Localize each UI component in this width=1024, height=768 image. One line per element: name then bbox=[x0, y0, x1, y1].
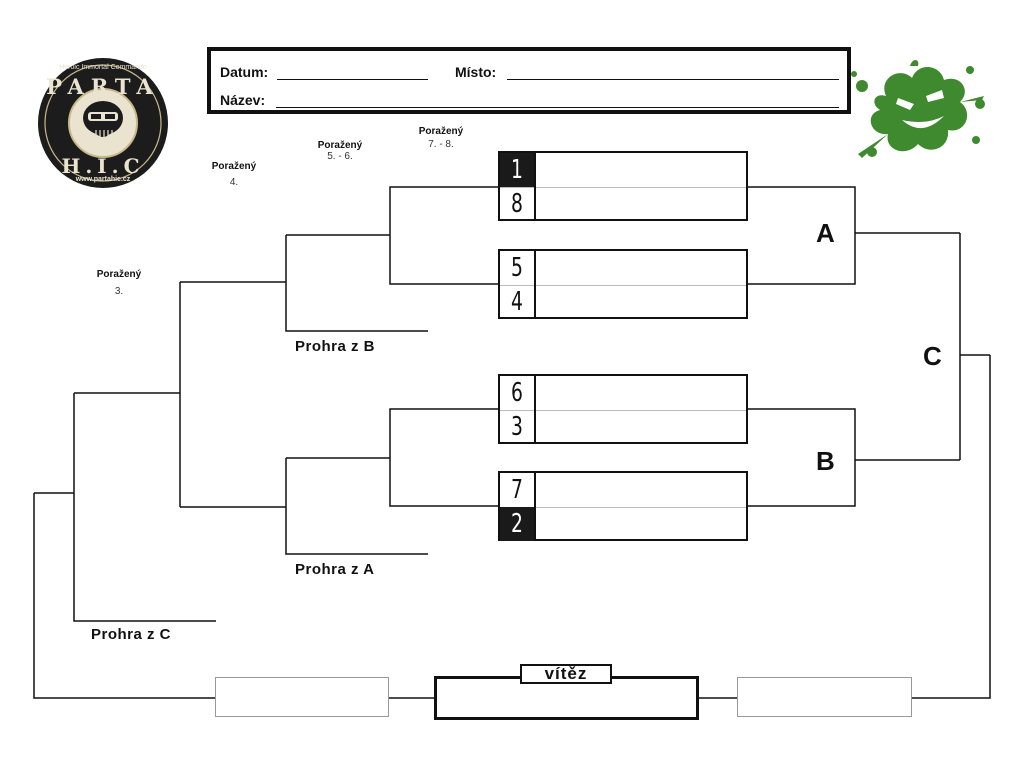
seed-number: 3 bbox=[500, 410, 536, 444]
datum-label: Datum: bbox=[220, 64, 268, 80]
logo-word: PARTA bbox=[36, 74, 170, 99]
nazev-label: Název: bbox=[220, 92, 265, 108]
seed-number: 2 bbox=[500, 507, 536, 541]
team-name-slot[interactable] bbox=[536, 187, 746, 221]
loss-from-c-label: Prohra z C bbox=[91, 626, 171, 643]
seed-row[interactable]: 4 bbox=[500, 285, 746, 319]
match-box-1-8: 1 8 bbox=[498, 151, 748, 221]
group-c-label: C bbox=[923, 341, 942, 372]
match-box-5-4: 5 4 bbox=[498, 249, 748, 319]
seed-1-number: 1 bbox=[505, 153, 529, 187]
loser-caption-4: Poražený bbox=[207, 161, 261, 172]
final-left-slot[interactable] bbox=[215, 677, 389, 717]
seed-7-number: 7 bbox=[505, 473, 529, 507]
loser-caption-7-8: Poražený bbox=[414, 126, 468, 137]
seed-number: 8 bbox=[500, 187, 536, 221]
seed-number: 1 bbox=[500, 153, 536, 187]
seed-row[interactable]: 5 bbox=[500, 251, 746, 286]
misto-label: Místo: bbox=[455, 64, 496, 80]
team-name-slot[interactable] bbox=[536, 376, 746, 410]
seed-number: 4 bbox=[500, 285, 536, 319]
logo-tagline: Heroic Immortal Commando bbox=[36, 64, 170, 71]
seed-number: 5 bbox=[500, 251, 536, 285]
logo-abbrev: H.I.C bbox=[36, 154, 170, 178]
final-right-slot[interactable] bbox=[737, 677, 912, 717]
team-name-slot[interactable] bbox=[536, 285, 746, 319]
team-name-slot[interactable] bbox=[536, 507, 746, 541]
seed-row[interactable]: 2 bbox=[500, 507, 746, 541]
team-name-slot[interactable] bbox=[536, 251, 746, 285]
seed-number: 6 bbox=[500, 376, 536, 410]
nazev-field[interactable] bbox=[276, 107, 839, 108]
seed-3-number: 3 bbox=[505, 410, 529, 444]
logo-url: www.partahic.cz bbox=[36, 176, 170, 183]
loss-from-a-label: Prohra z A bbox=[295, 561, 374, 578]
event-info-box bbox=[207, 47, 851, 114]
team-name-slot[interactable] bbox=[536, 410, 746, 444]
loser-place-5-6: 5. - 6. bbox=[313, 151, 367, 162]
loser-caption-3: Poražený bbox=[92, 269, 146, 280]
team-name-slot[interactable] bbox=[536, 473, 746, 507]
match-box-7-2: 7 2 bbox=[498, 471, 748, 541]
group-b-label: B bbox=[816, 446, 835, 477]
match-box-6-3: 6 3 bbox=[498, 374, 748, 444]
seed-number: 7 bbox=[500, 473, 536, 507]
misto-field[interactable] bbox=[507, 79, 839, 80]
winner-label: vítěz bbox=[520, 664, 612, 684]
seed-4-number: 4 bbox=[505, 285, 529, 319]
seed-2-number: 2 bbox=[505, 507, 529, 541]
seed-row[interactable]: 3 bbox=[500, 410, 746, 444]
loss-from-b-label: Prohra z B bbox=[295, 338, 375, 355]
seed-5-number: 5 bbox=[505, 251, 529, 285]
loser-place-7-8: 7. - 8. bbox=[414, 139, 468, 150]
seed-row[interactable]: 1 bbox=[500, 153, 746, 188]
seed-8-number: 8 bbox=[505, 187, 529, 221]
seed-row[interactable]: 6 bbox=[500, 376, 746, 411]
datum-field[interactable] bbox=[277, 79, 428, 80]
team-name-slot[interactable] bbox=[536, 153, 746, 187]
group-a-label: A bbox=[816, 218, 835, 249]
seed-6-number: 6 bbox=[505, 376, 529, 410]
loser-caption-5-6: Poražený bbox=[313, 140, 367, 151]
loser-place-3: 3. bbox=[92, 286, 146, 297]
parta-hic-logo: Heroic Immortal Commando PARTA H.I.C www… bbox=[36, 56, 170, 190]
seed-row[interactable]: 7 bbox=[500, 473, 746, 508]
seed-row[interactable]: 8 bbox=[500, 187, 746, 221]
loser-place-4: 4. bbox=[207, 177, 261, 188]
green-splat-logo bbox=[848, 56, 988, 168]
